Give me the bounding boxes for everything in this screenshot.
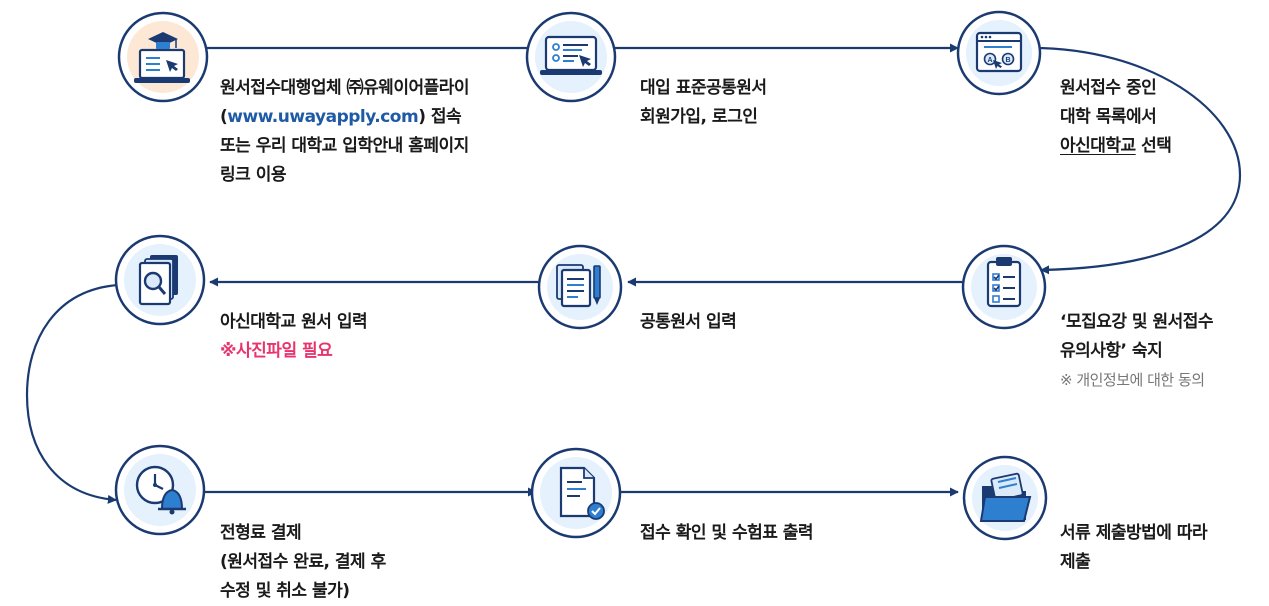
step-1-line-4: 링크 이용	[220, 161, 469, 190]
step-4-text: ※ 개인정보에 대한 동의	[1060, 371, 1205, 389]
documents-pencil-icon	[556, 264, 601, 308]
step-4-text: 유의사항’ 숙지	[1060, 341, 1163, 361]
step-9-line-2: 제출	[1060, 548, 1207, 577]
document-magnifier-icon	[138, 255, 178, 306]
step-1-line-2: (www.uwayapply.com) 접속	[220, 103, 469, 132]
step-9-line-1: 서류 제출방법에 따라	[1060, 519, 1208, 548]
step-7-line-2: (원서접수 완료, 결제 후	[220, 548, 386, 577]
step-7-text: (원서접수 완료, 결제 후	[220, 552, 386, 572]
step-7-text: 전형료 결제	[220, 523, 302, 543]
step-5-line-1: 공통원서 입력	[640, 308, 737, 337]
step-4-line-1: ‘모집요강 및 원서접수	[1060, 308, 1214, 337]
svg-text:A: A	[987, 57, 992, 64]
step-1-line-1: 원서접수대행업체 ㈜유웨이어플라이	[220, 74, 470, 103]
svg-text:B: B	[1005, 57, 1010, 64]
browser-choice-icon: A B	[975, 31, 1023, 73]
folder-document-icon	[979, 472, 1032, 522]
step-8-line-1: 접수 확인 및 수험표 출력	[640, 519, 814, 548]
curve-6-to-7	[25, 283, 119, 504]
step-6-text: ※사진파일 필요	[220, 341, 333, 361]
step-2-text: 대입 표준공통원서	[640, 78, 767, 98]
step-4-text: ‘모집요강 및 원서접수	[1060, 312, 1214, 332]
step-7-text: 수정 및 취소 불가)	[220, 581, 350, 601]
clipboard-checklist-icon	[986, 257, 1022, 308]
step-3-text: 대학 목록에서	[1060, 107, 1157, 127]
step-1-text: 원서접수대행업체 ㈜유웨이어플라이	[220, 78, 470, 98]
step-7-node	[114, 444, 206, 536]
step-1-line-3: 또는 우리 대학교 입학안내 홈페이지	[220, 132, 469, 161]
step-6-line-2: ※사진파일 필요	[220, 337, 367, 366]
step-3-line-3: 아신대학교 선택	[1060, 132, 1172, 161]
step-9-node	[962, 455, 1048, 541]
step-6-label: 아신대학교 원서 입력 ※사진파일 필요	[220, 308, 368, 366]
step-3-line-1: 원서접수 중인	[1060, 74, 1171, 103]
step-3-text: 선택	[1135, 136, 1172, 156]
step-5-text: 공통원서 입력	[640, 312, 737, 332]
step-3-text: 원서접수 중인	[1060, 78, 1157, 98]
step-8-label: 접수 확인 및 수험표 출력	[640, 519, 814, 548]
step-1-text: www.uwayapply.com	[227, 107, 419, 127]
step-3-text: 아신대학교	[1060, 136, 1136, 156]
step-1-node	[117, 11, 209, 103]
step-1-text: 또는 우리 대학교 입학안내 홈페이지	[220, 136, 469, 156]
step-6-node	[114, 234, 206, 326]
step-8-node	[530, 447, 622, 539]
step-3-node: A B	[956, 10, 1042, 96]
step-6-text: 아신대학교 원서 입력	[220, 312, 368, 332]
step-2-line-1: 대입 표준공통원서	[640, 74, 767, 103]
step-5-label: 공통원서 입력	[640, 308, 737, 337]
step-8-text: 접수 확인 및 수험표 출력	[640, 523, 814, 543]
step-4-line-3: ※ 개인정보에 대한 동의	[1060, 366, 1213, 395]
step-4-line-2: 유의사항’ 숙지	[1060, 337, 1213, 366]
step-6-line-1: 아신대학교 원서 입력	[220, 308, 368, 337]
step-5-node	[537, 244, 623, 330]
step-1-text: ) 접속	[418, 107, 462, 127]
step-2-text: 회원가입, 로그인	[640, 107, 758, 127]
step-4-node	[961, 244, 1047, 330]
clock-bell-icon	[135, 465, 186, 515]
step-3-line-2: 대학 목록에서	[1060, 103, 1171, 132]
laptop-graduation-cap-icon	[134, 32, 190, 83]
step-2-line-2: 회원가입, 로그인	[640, 103, 767, 132]
step-2-node	[525, 11, 617, 103]
step-7-line-3: 수정 및 취소 불가)	[220, 577, 386, 606]
step-7-line-1: 전형료 결제	[220, 519, 386, 548]
laptop-form-icon	[540, 35, 602, 75]
curve-3-to-4	[1031, 46, 1242, 275]
step-9-text: 제출	[1060, 552, 1091, 572]
step-1-text: 링크 이용	[220, 165, 286, 185]
connectors	[25, 43, 1242, 504]
step-1-text: (	[220, 107, 228, 127]
step-9-text: 서류 제출방법에 따라	[1060, 523, 1208, 543]
document-check-icon	[559, 466, 605, 520]
